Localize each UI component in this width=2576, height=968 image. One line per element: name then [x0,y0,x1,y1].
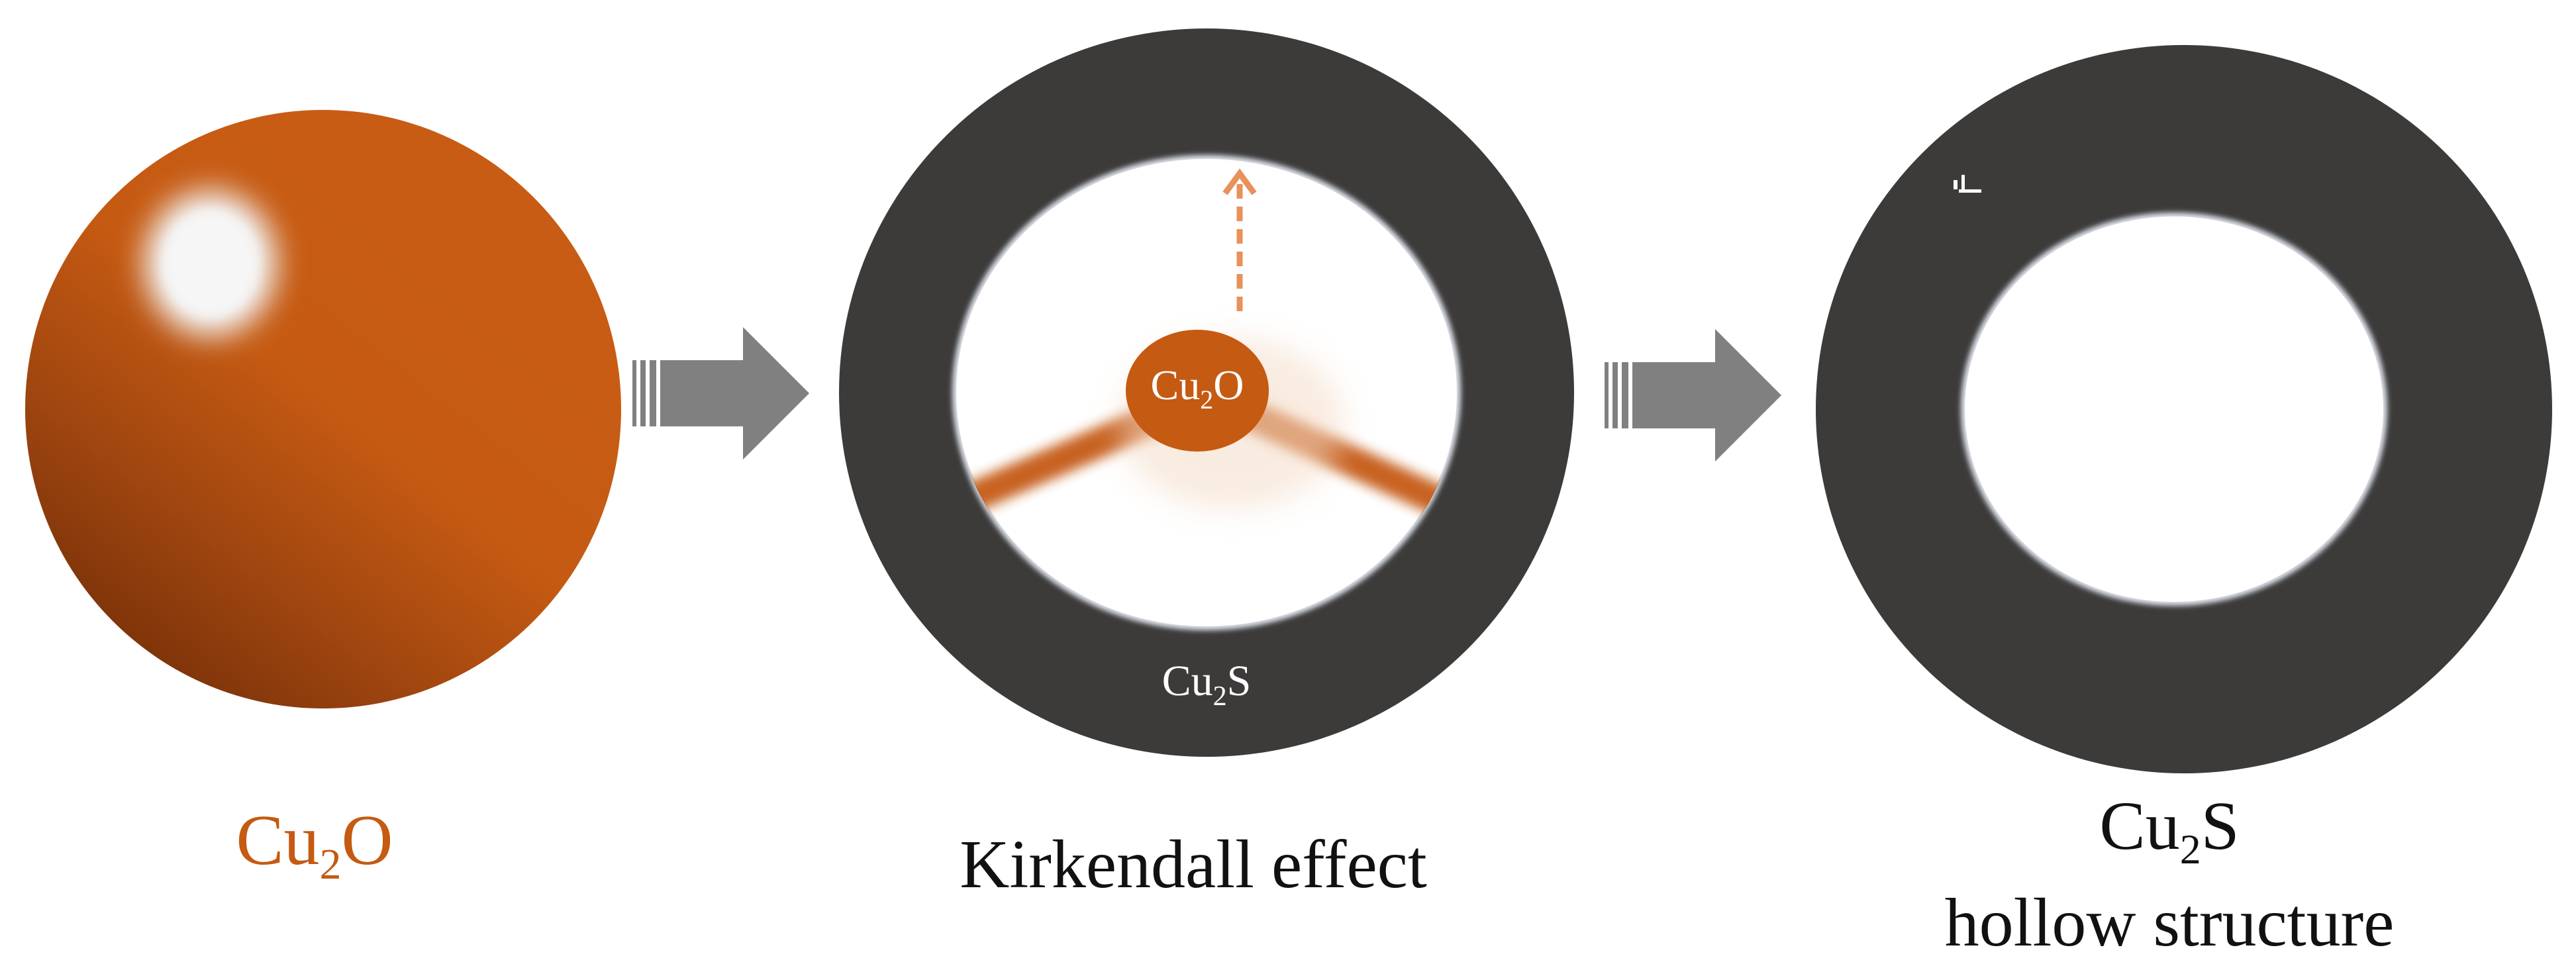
small-mark [1954,175,1981,193]
stage-3-caption-line2: hollow structure [1945,885,2395,961]
stage-2-caption: Kirkendall effect [960,826,1427,902]
right-arrow-icon [1605,329,1781,461]
core-label: Cu2O [1151,362,1244,414]
stage-1-solid-sphere [25,110,621,708]
shell-label: Cu2S [1162,657,1252,712]
right-arrow-icon [632,327,809,460]
stage-3-caption-formula: Cu2S [2099,788,2239,873]
stage-1-caption-base: Cu [236,801,319,880]
hollow-cavity [1965,217,2383,602]
stage-2-kirkendall: Cu2O Cu2S [839,28,1574,757]
cu2o-sphere [25,110,621,708]
stage-3-hollow-shell [1816,45,2552,773]
dashed-up-arrow-icon [1222,168,1257,311]
stage-1-caption: Cu2O [236,801,393,889]
stage-1-caption-sub: 2 [320,840,342,889]
cu2o-core [1126,330,1269,452]
stage-1-caption-tail: O [342,801,393,880]
